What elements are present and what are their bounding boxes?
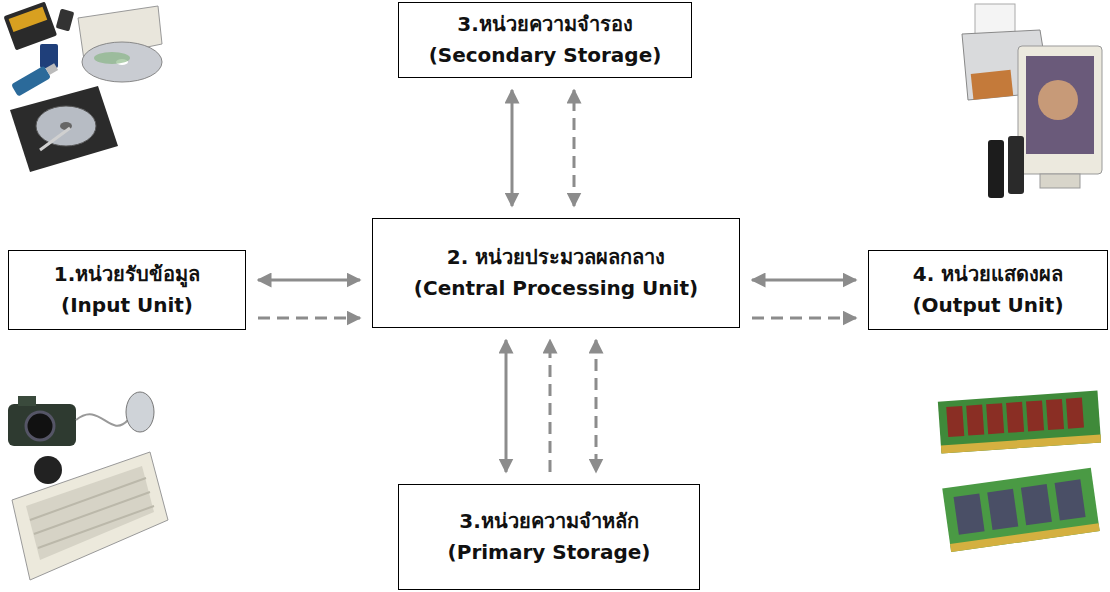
monitor	[1018, 46, 1102, 188]
data-flow-arrow	[258, 279, 360, 282]
card-label	[9, 7, 48, 32]
usb-flash-drive	[11, 61, 60, 97]
unit-name-english: (Central Processing Unit)	[414, 273, 698, 304]
usb-plug	[45, 63, 58, 75]
disk-platter	[36, 106, 96, 146]
unit-box: 1.หน่วยรับข้อมูล(Input Unit)	[8, 250, 246, 330]
ram-contacts	[941, 434, 1101, 453]
usb-body	[11, 66, 51, 97]
ram-board	[938, 391, 1101, 454]
printer-output-photo	[971, 70, 1013, 100]
key-rows	[30, 478, 154, 548]
unit-name: 2. หน่วยประมวลผลกลาง	[447, 242, 665, 273]
control-flow-arrow	[258, 317, 360, 320]
compact-flash-card	[4, 2, 58, 51]
ram-modules-illustration	[938, 391, 1101, 552]
ram-chip	[986, 403, 1004, 434]
unit-name: 3.หน่วยความจำหลัก	[459, 506, 639, 537]
speaker	[988, 140, 1004, 198]
monitor-stand	[1040, 174, 1080, 188]
ram-chip	[954, 494, 985, 535]
input-devices-illustration	[8, 392, 168, 580]
printer-paper	[975, 4, 1015, 34]
ram-module	[942, 468, 1099, 552]
card-body	[4, 2, 58, 51]
screen-face	[1038, 80, 1078, 120]
monitor-case	[1018, 46, 1102, 174]
hard-disk	[10, 86, 118, 172]
disk-case	[10, 86, 118, 172]
speaker	[1008, 136, 1024, 194]
control-flow-arrow	[752, 317, 856, 320]
keyboard-keys	[26, 466, 154, 560]
disk-arm	[40, 128, 70, 150]
keyboard	[12, 452, 168, 580]
camera-lens	[26, 412, 54, 440]
unit-box: 4. หน่วยแสดงผล(Output Unit)	[868, 250, 1108, 330]
unit-box: 2. หน่วยประมวลผลกลาง(Central Processing …	[372, 218, 740, 328]
keyboard-body	[12, 452, 168, 580]
control-flow-arrow	[549, 340, 552, 472]
digital-camera	[8, 396, 76, 446]
unit-name-english: (Secondary Storage)	[429, 40, 662, 71]
ram-chip	[1055, 479, 1086, 520]
camera-body	[8, 404, 76, 446]
ram-chip	[1066, 398, 1084, 429]
ram-chip	[966, 405, 984, 436]
storage-devices-illustration	[4, 2, 162, 172]
memory-card	[56, 9, 75, 32]
ram-board	[942, 468, 1099, 552]
unit-name: 3.หน่วยความจำรอง	[457, 9, 633, 40]
data-flow-arrow	[505, 340, 508, 472]
mouse	[126, 392, 154, 432]
ram-chip	[1021, 484, 1052, 525]
sd-card	[40, 44, 58, 68]
ram-module	[938, 391, 1101, 454]
webcam	[34, 456, 62, 484]
ram-contacts	[950, 523, 1100, 552]
control-flow-arrow	[573, 90, 576, 206]
unit-name-english: (Primary Storage)	[448, 537, 651, 568]
ram-chip	[1046, 399, 1064, 430]
unit-name-english: (Output Unit)	[912, 290, 1063, 321]
compact-disc	[82, 42, 162, 82]
device-cable	[76, 414, 128, 426]
cd-drive	[78, 6, 162, 82]
unit-box: 3.หน่วยความจำรอง(Secondary Storage)	[398, 2, 692, 78]
unit-name-english: (Input Unit)	[61, 290, 193, 321]
ram-chip	[1006, 402, 1024, 433]
monitor-screen	[1026, 56, 1094, 154]
control-flow-arrow	[595, 340, 598, 472]
unit-name: 1.หน่วยรับข้อมูล	[54, 259, 201, 290]
disc-shine	[94, 52, 130, 64]
ram-chip	[987, 489, 1018, 530]
unit-box: 3.หน่วยความจำหลัก(Primary Storage)	[398, 484, 700, 590]
output-devices-illustration	[962, 4, 1102, 198]
ram-chip	[1026, 400, 1044, 431]
camera-flash	[18, 396, 36, 406]
ram-chip	[946, 406, 964, 437]
unit-name: 4. หน่วยแสดงผล	[913, 259, 1063, 290]
data-flow-arrow	[511, 90, 514, 206]
data-flow-arrow	[752, 279, 856, 282]
